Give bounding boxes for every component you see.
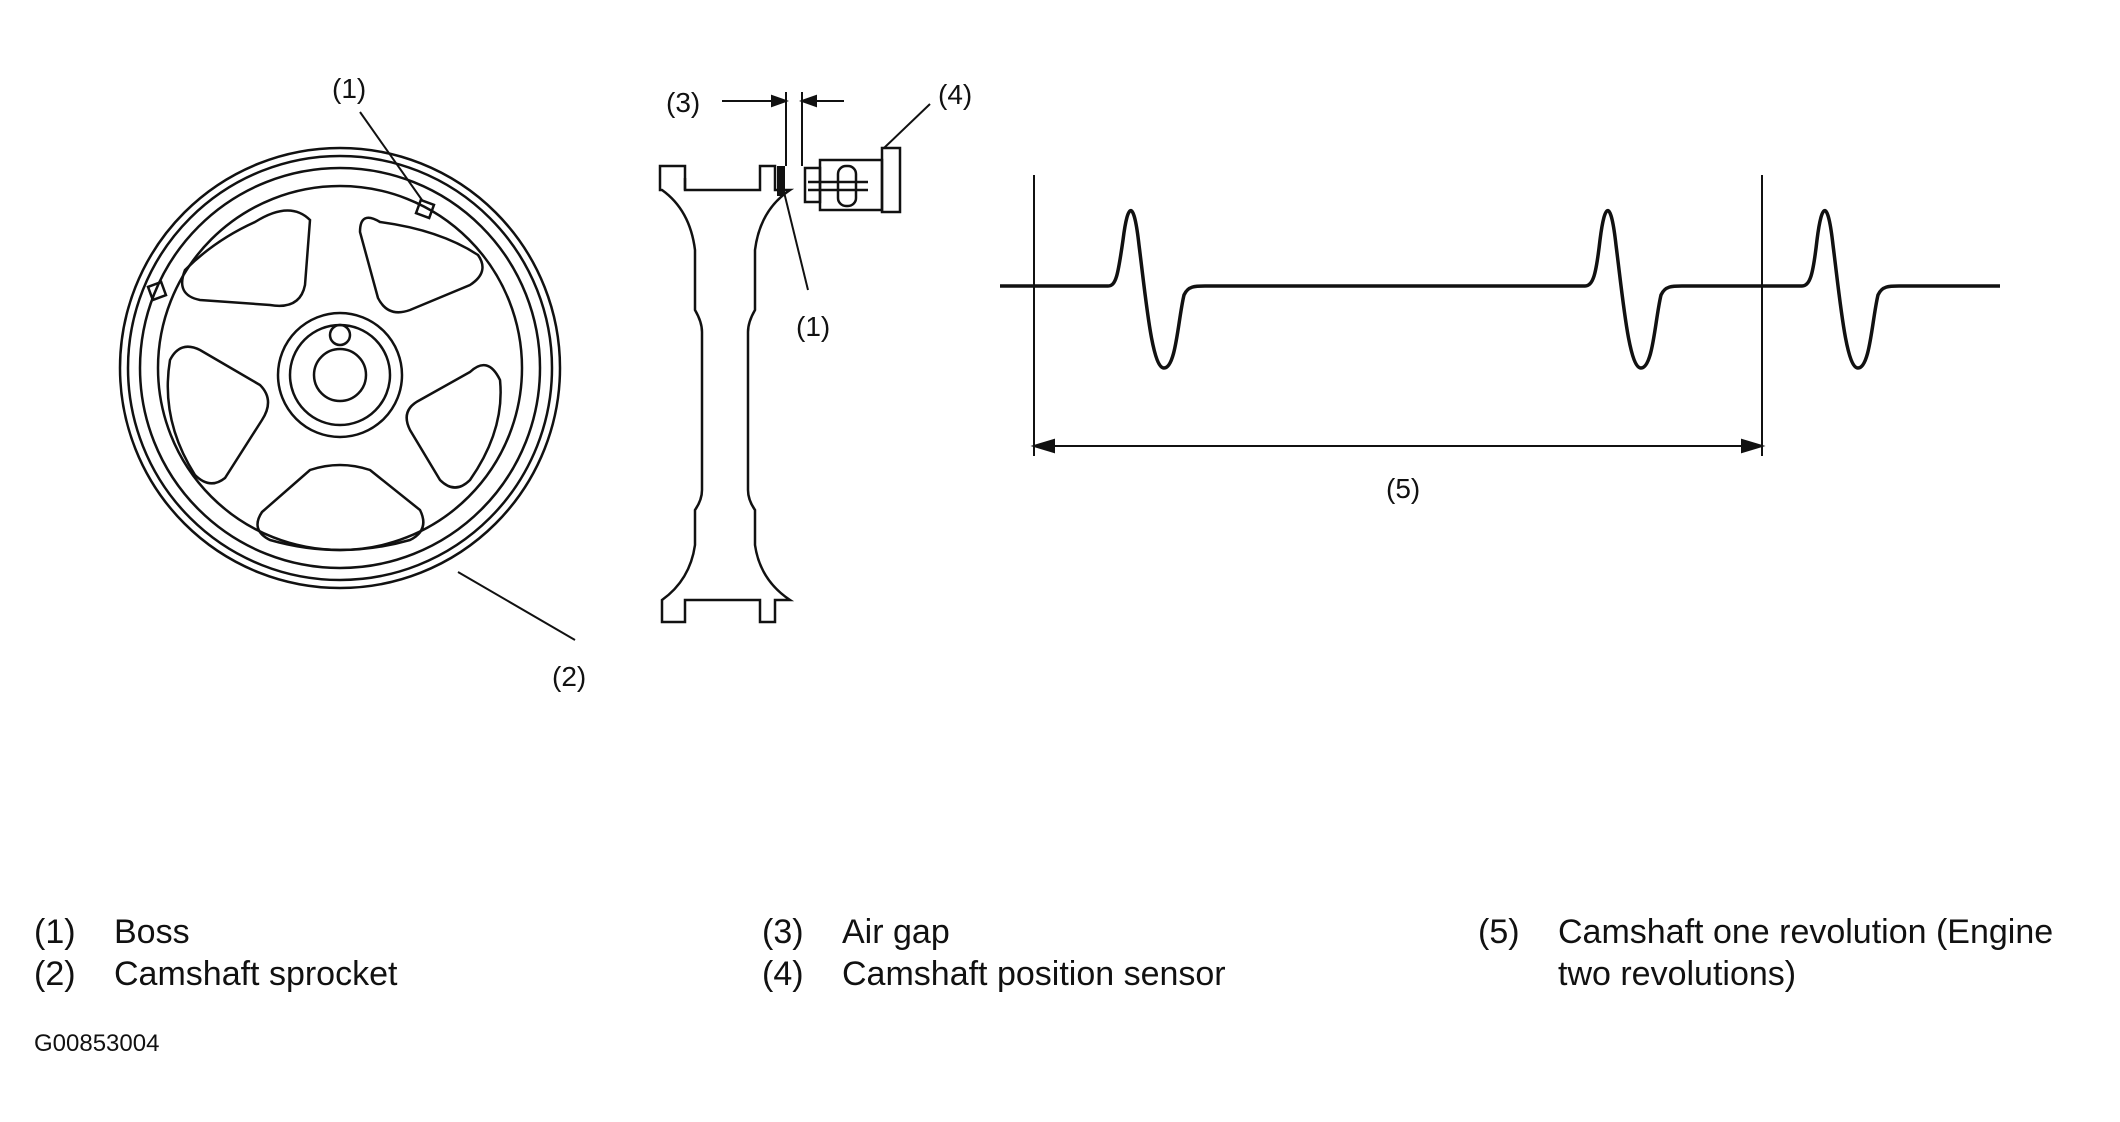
legend-text: Air gap [842, 913, 950, 951]
sprocket-cross-section [658, 164, 795, 624]
legend-number: (5) [1478, 913, 1520, 951]
callout-air-gap: (3) [666, 87, 700, 118]
callout-boss-front: (1) [332, 73, 366, 104]
callout-revolution: (5) [1386, 473, 1420, 504]
callout-sensor: (4) [938, 79, 972, 110]
legend-text: Camshaft one revolution (Engine [1558, 913, 2054, 951]
camshaft-sprocket-front-view [118, 146, 562, 590]
legend-number: (2) [34, 955, 76, 993]
revolution-dimension [1030, 438, 1766, 454]
figure-code: G00853004 [34, 1030, 160, 1057]
legend-text-continued: two revolutions) [1558, 955, 1797, 993]
legend-text: Camshaft sprocket [114, 955, 398, 993]
legend-text: Boss [114, 913, 190, 951]
callout-sprocket: (2) [552, 661, 586, 692]
revolution-bounds [1033, 175, 1763, 456]
camshaft-position-sensor [803, 146, 902, 214]
legend-number: (4) [762, 955, 804, 993]
legend-number: (3) [762, 913, 804, 951]
legend-item-revolution: (5) Camshaft one revolution (Engine two … [1478, 910, 2098, 998]
legend-item-sensor: (4) Camshaft position sensor [762, 952, 1362, 996]
legend-number: (1) [34, 913, 76, 951]
air-gap-dimension [722, 92, 844, 166]
legend-item-boss: (1) Boss [34, 910, 634, 954]
section-leaders [783, 103, 931, 291]
front-view-leaders [359, 111, 576, 641]
sensor-waveform [1000, 208, 2000, 370]
legend-item-sprocket: (2) Camshaft sprocket [34, 952, 634, 996]
legend-item-air-gap: (3) Air gap [762, 910, 1362, 954]
boss-section-marker [777, 166, 785, 196]
callout-boss-section: (1) [796, 311, 830, 342]
legend-text: Camshaft position sensor [842, 955, 1226, 993]
